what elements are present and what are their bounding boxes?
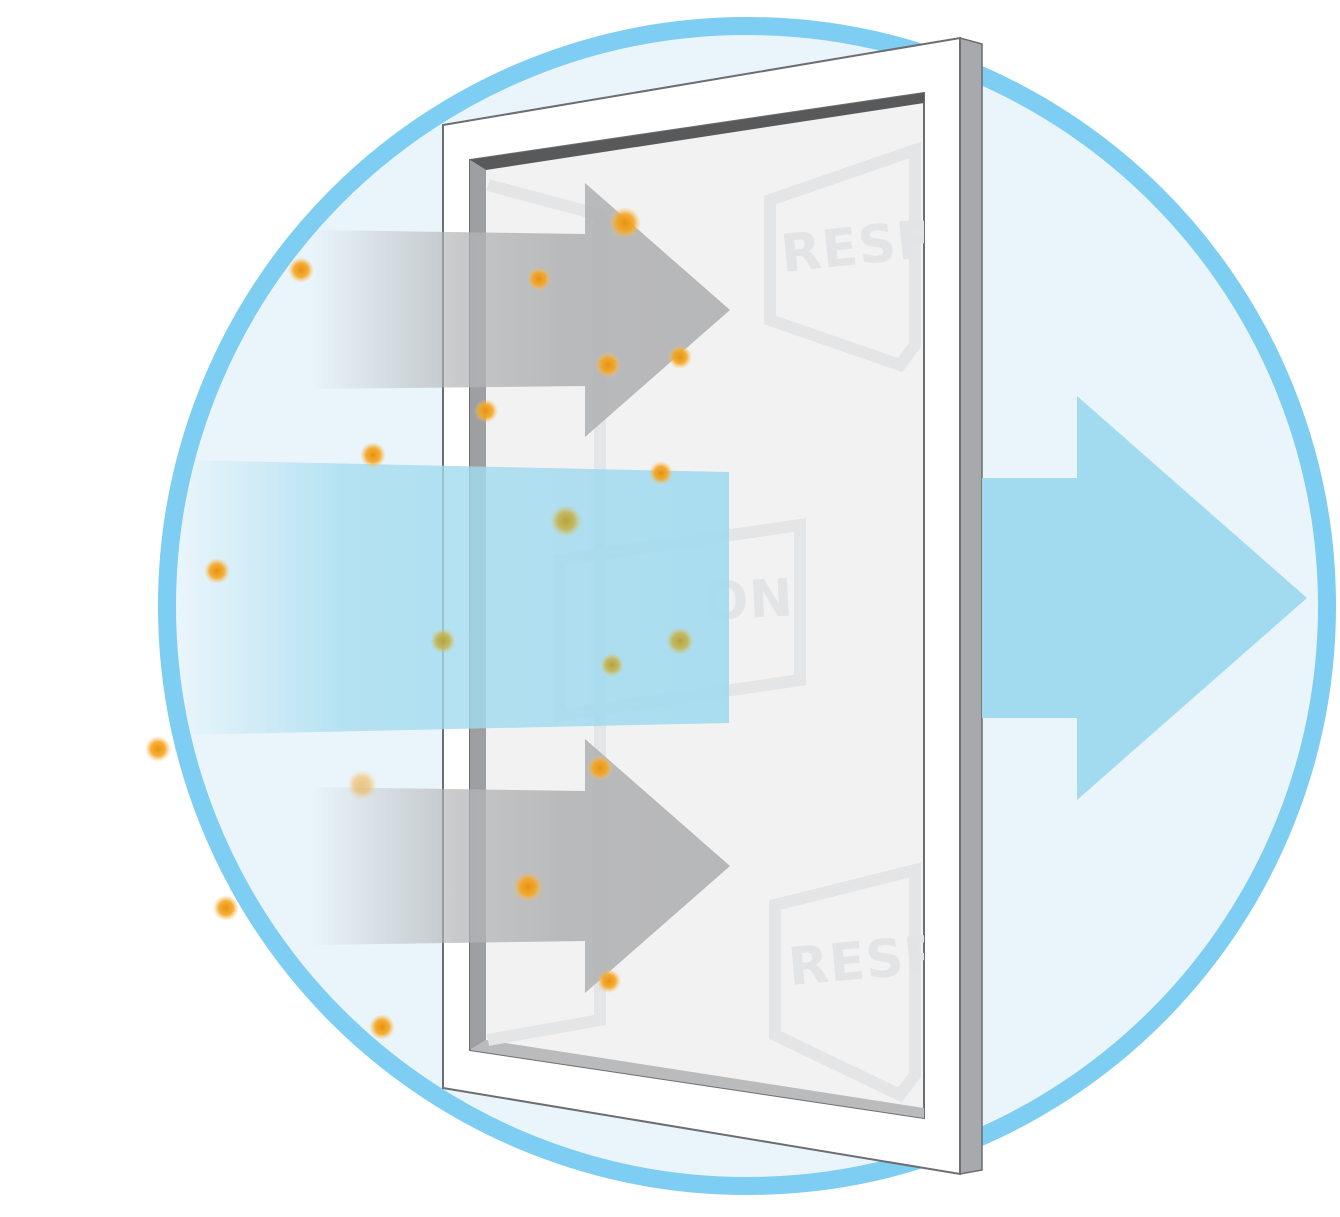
filter-media-inner-bottom-edge	[470, 1040, 924, 1118]
clean-air-arrow	[982, 396, 1307, 800]
dust-particles	[145, 207, 694, 1040]
airflow-arrow-bottom	[310, 739, 730, 993]
dust-particle	[600, 653, 624, 677]
dust-particle	[204, 558, 230, 584]
dust-particle	[666, 627, 694, 655]
airflow-arrow-top	[310, 183, 730, 437]
dust-particle	[213, 895, 239, 921]
dust-particle	[587, 755, 613, 781]
filter-frame-side	[959, 37, 983, 1175]
dust-particle	[369, 1014, 395, 1040]
watermark-text-bottom: RESPI	[786, 923, 966, 998]
airflow-arrow-middle	[180, 460, 729, 735]
dust-particle	[430, 628, 456, 654]
dust-particle	[668, 345, 692, 369]
dust-particle	[595, 352, 621, 378]
dust-particle	[527, 267, 551, 291]
dust-particle	[550, 505, 582, 537]
dust-particle	[649, 461, 673, 485]
dust-particle	[145, 736, 171, 762]
dust-particle	[474, 399, 498, 423]
watermark-logo-bottom: RESPI	[769, 862, 966, 1103]
dust-particle	[609, 207, 641, 239]
dust-particle	[347, 770, 377, 800]
dust-particle	[597, 969, 621, 993]
filter-media-inner-top-edge	[470, 93, 924, 170]
dust-particle	[360, 442, 386, 468]
dust-particle	[288, 257, 314, 283]
dust-particle	[513, 872, 543, 902]
